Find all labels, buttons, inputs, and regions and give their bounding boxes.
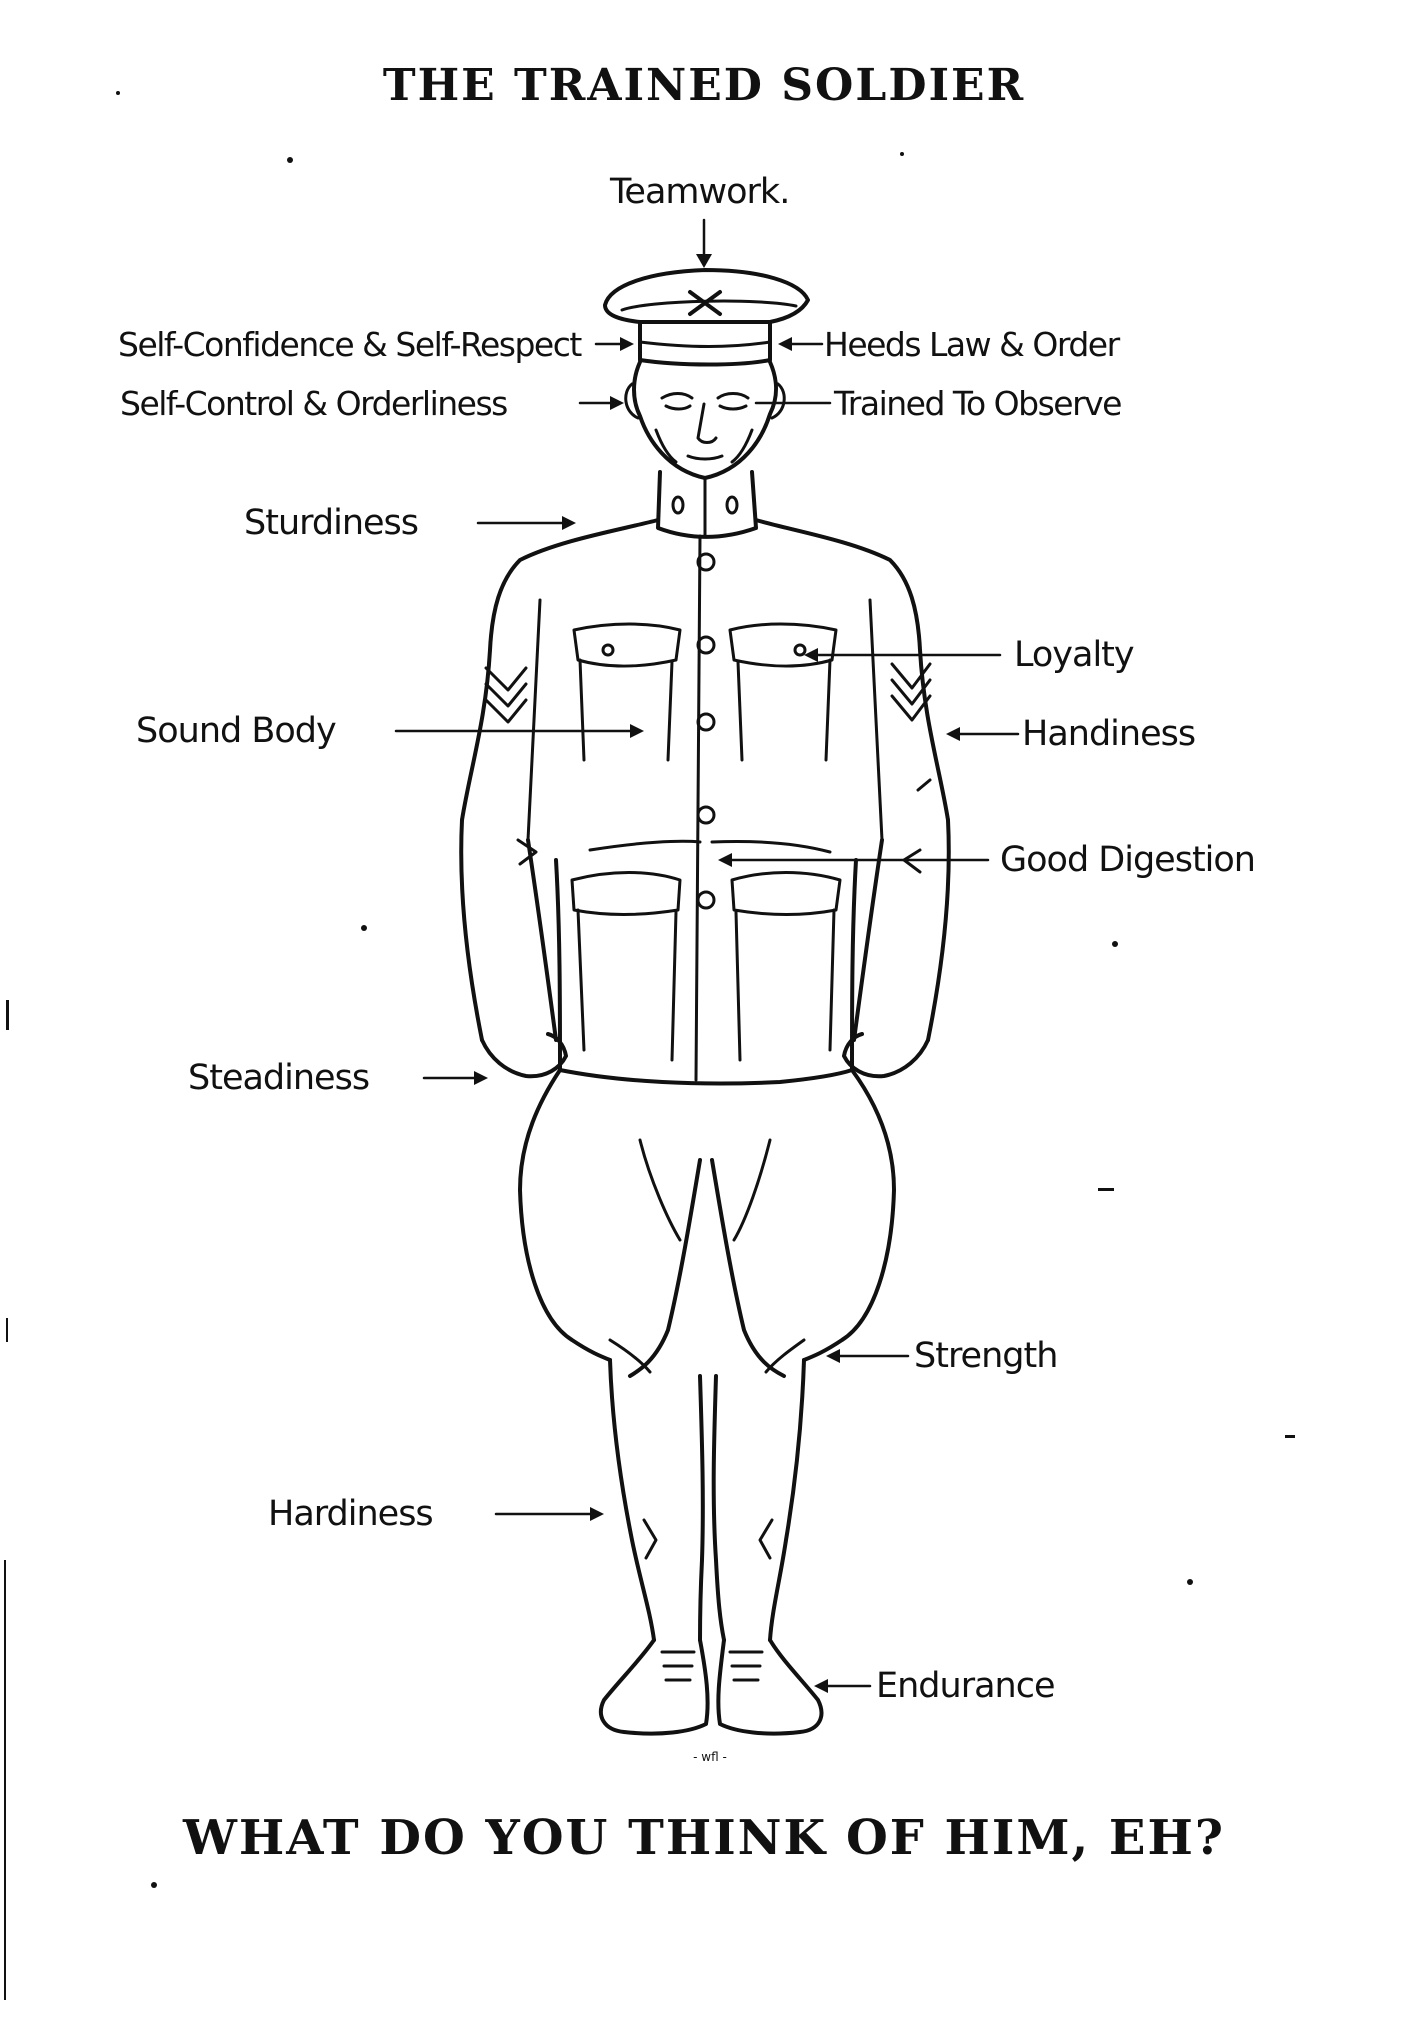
label-self-control: Self-Control & Orderliness [120, 384, 507, 424]
label-arrows [396, 220, 1018, 1693]
label-hardiness: Hardiness [268, 1494, 433, 1534]
label-self-confidence: Self-Confidence & Self-Respect [118, 325, 581, 365]
soldier-hands [482, 1034, 928, 1076]
label-steadiness: Steadiness [188, 1058, 369, 1098]
label-trained-observe: Trained To Observe [834, 384, 1121, 424]
label-loyalty: Loyalty [1014, 635, 1134, 675]
soldier-head [626, 362, 785, 478]
label-endurance: Endurance [876, 1666, 1055, 1706]
label-good-digestion: Good Digestion [1000, 840, 1255, 880]
soldier-leggings [610, 1360, 804, 1640]
soldier-shoes [601, 1640, 821, 1734]
label-sturdiness: Sturdiness [244, 503, 418, 543]
soldier-jacket [461, 520, 949, 1084]
label-strength: Strength [914, 1336, 1057, 1376]
label-handiness: Handiness [1022, 714, 1195, 754]
label-heeds-law: Heeds Law & Order [824, 325, 1119, 365]
soldier-collar [658, 472, 756, 537]
label-sound-body: Sound Body [136, 711, 336, 751]
poster-footer: WHAT DO YOU THINK OF HIM, EH? [0, 1810, 1408, 1866]
soldier-cap [605, 270, 808, 365]
artist-signature: - wfl - [680, 1750, 740, 1764]
scan-specks [4, 91, 1295, 2000]
label-teamwork: Teamwork. [610, 172, 789, 212]
soldier-breeches [520, 1070, 894, 1376]
